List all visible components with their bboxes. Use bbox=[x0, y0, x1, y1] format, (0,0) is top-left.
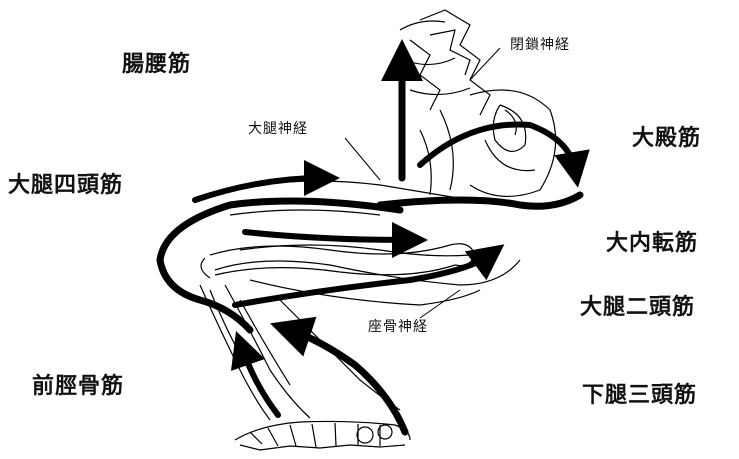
muscle-arrows bbox=[160, 60, 580, 432]
label-tibialis-anterior: 前脛骨筋 bbox=[32, 376, 124, 398]
label-triceps-surae: 下腿三頭筋 bbox=[582, 385, 697, 407]
hamstring-arrow bbox=[380, 195, 580, 206]
label-iliopsoas: 腸腰筋 bbox=[122, 54, 191, 76]
label-femoral-nerve: 大腿神経 bbox=[248, 122, 308, 136]
pelvis-sketch bbox=[420, 90, 556, 196]
label-obturator-nerve: 閉鎖神経 bbox=[510, 38, 570, 52]
triceps-surae-arrow bbox=[290, 330, 405, 432]
quadriceps-arrow bbox=[160, 201, 400, 330]
biceps-femoris-arrow bbox=[235, 255, 490, 305]
lower-leg-sketch bbox=[200, 285, 400, 420]
label-sciatic-nerve: 座骨神経 bbox=[368, 320, 428, 334]
spine-sketch bbox=[400, 10, 490, 115]
foot-sketch bbox=[235, 421, 410, 450]
label-adductor: 大内転筋 bbox=[606, 233, 698, 255]
adductor-arrow bbox=[245, 232, 410, 240]
label-quadriceps: 大腿四頭筋 bbox=[8, 175, 123, 197]
label-biceps-femoris: 大腿二頭筋 bbox=[580, 297, 695, 319]
label-gluteus: 大殿筋 bbox=[632, 128, 701, 150]
quadriceps-top-arrow bbox=[195, 178, 322, 200]
